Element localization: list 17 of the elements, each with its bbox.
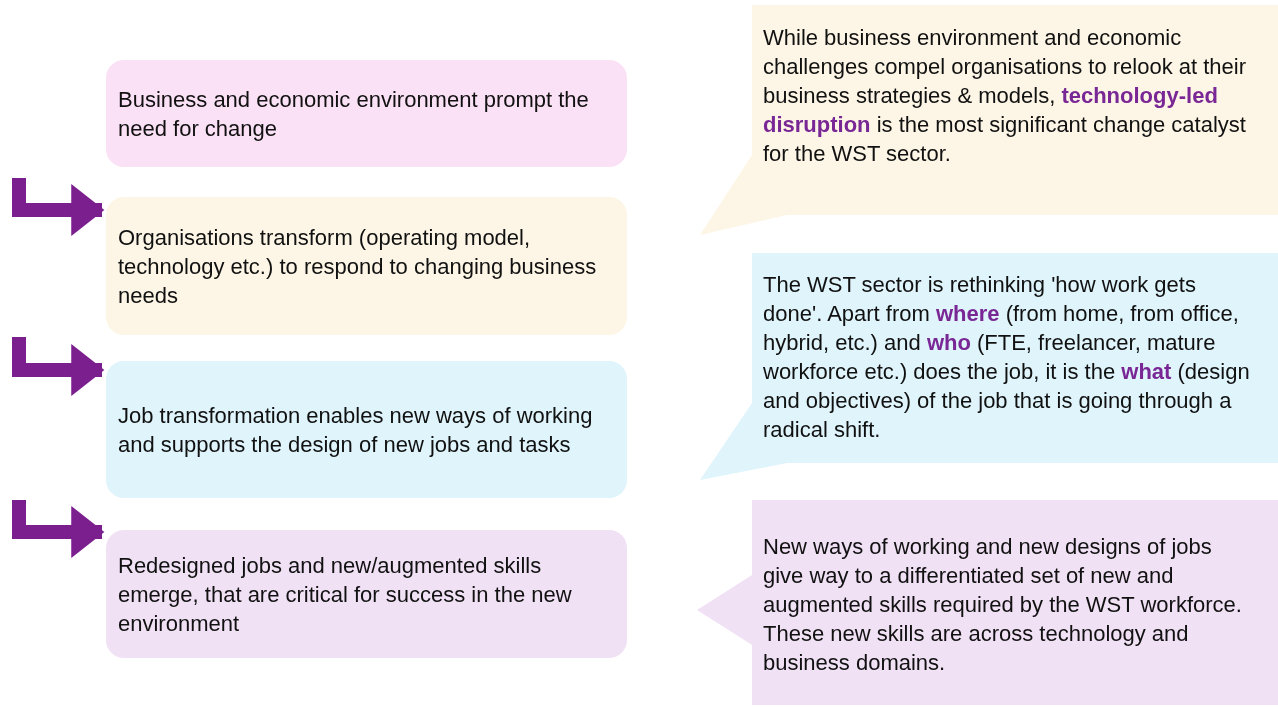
bent-arrow	[12, 178, 105, 236]
box-text: Business and economic environment prompt the need for change	[118, 85, 590, 143]
speech-bubble	[697, 253, 1278, 483]
box-text: Redesigned jobs and new/augmented skills emerge, that are critical for success in the new environment	[118, 551, 573, 638]
process-box	[106, 60, 627, 167]
box-text: Organisations transform (operating model, technology etc.) to respond to changing business needs	[118, 223, 598, 310]
bent-arrow	[12, 337, 105, 396]
callout-text: New ways of working and new designs of jobs give way to a differentiated set of new and augmented skills required by the WST workforce. These new skills are across technology and business domains.	[763, 533, 1243, 677]
callout-text: While business environment and economic challenges compel organisations to relook at their business strategies & models, technology-led disruption is the most significant change catalyst for the WST sector.	[763, 24, 1248, 168]
callout-text: The WST sector is rethinking 'how work gets done'. Apart from where (from home, from office, hybrid, etc.) and who (FTE, freelancer, mature workforce etc.) does the job, it is the what (design and objectives) of the job that is going through a radical shift.	[763, 271, 1251, 444]
box-text: Job transformation enables new ways of working and supports the design of new jobs and tasks	[118, 401, 594, 459]
process-box	[106, 530, 627, 658]
speech-bubble	[697, 500, 1278, 705]
process-box	[106, 197, 627, 335]
bent-arrow	[12, 500, 105, 558]
process-box	[106, 361, 627, 498]
speech-bubble	[697, 5, 1278, 237]
